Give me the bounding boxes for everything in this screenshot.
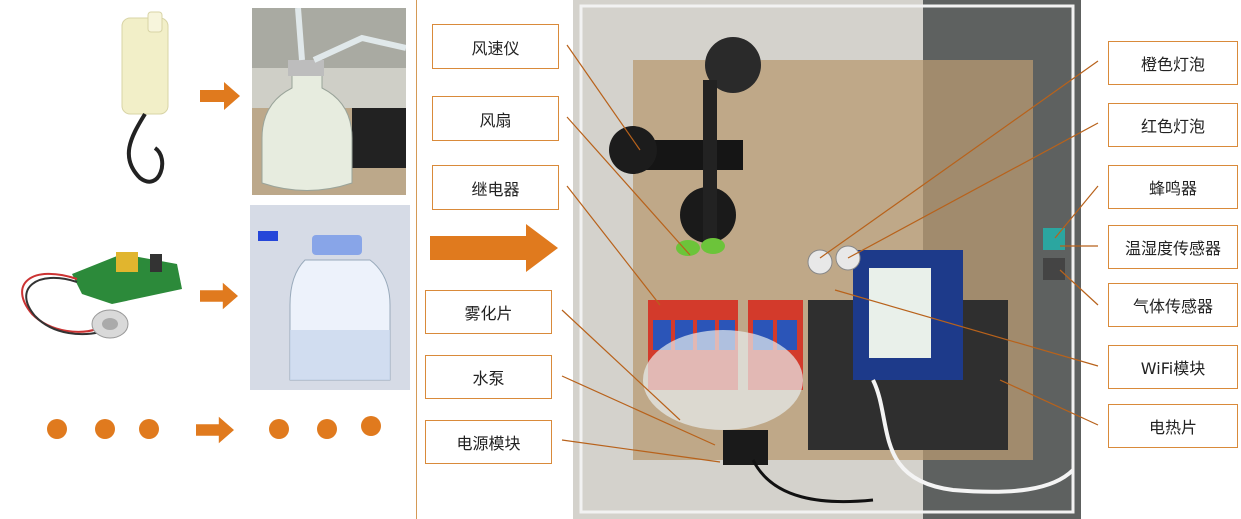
label-relay: 继电器	[432, 165, 559, 210]
ellipsis-dot	[317, 419, 337, 439]
ellipsis-dot	[95, 419, 115, 439]
arrow-icon	[200, 282, 238, 310]
label-text: WiFi模块	[1140, 359, 1206, 378]
bottle-photo-1	[252, 8, 406, 195]
arrow-icon	[196, 416, 234, 444]
label-orange-bulb: 橙色灯泡	[1108, 41, 1238, 85]
big-arrow-icon	[430, 224, 558, 272]
device-photo	[573, 0, 1081, 519]
label-text: 风速仪	[471, 38, 520, 58]
label-anemometer: 风速仪	[432, 24, 559, 69]
label-text: 风扇	[479, 110, 512, 130]
label-text: 雾化片	[464, 304, 513, 323]
bottle-photo-2	[250, 205, 410, 390]
label-power-module: 电源模块	[425, 420, 552, 464]
label-text: 温湿度传感器	[1124, 239, 1221, 258]
ellipsis-dot	[47, 419, 67, 439]
label-text: 电源模块	[456, 434, 521, 453]
section-divider	[416, 0, 417, 519]
label-wifi-module: WiFi模块	[1108, 345, 1238, 389]
ellipsis-dot	[139, 419, 159, 439]
label-temp-humidity-sensor: 温湿度传感器	[1108, 225, 1238, 269]
ellipsis-dot	[269, 419, 289, 439]
arrow-icon	[200, 82, 240, 110]
pump-photo	[100, 8, 190, 198]
label-atomizer: 雾化片	[425, 290, 552, 334]
label-text: 橙色灯泡	[1140, 55, 1205, 74]
label-fan: 风扇	[432, 96, 559, 141]
label-text: 水泵	[472, 369, 505, 388]
atomizer-photo	[2, 244, 190, 346]
label-text: 蜂鸣器	[1148, 179, 1197, 198]
label-text: 气体传感器	[1132, 297, 1213, 316]
label-gas-sensor: 气体传感器	[1108, 283, 1238, 327]
label-text: 红色灯泡	[1140, 117, 1205, 136]
label-buzzer: 蜂鸣器	[1108, 165, 1238, 209]
label-red-bulb: 红色灯泡	[1108, 103, 1238, 147]
label-heater: 电热片	[1108, 404, 1238, 448]
label-pump: 水泵	[425, 355, 552, 399]
label-text: 继电器	[471, 179, 520, 199]
ellipsis-dot	[361, 416, 381, 436]
label-text: 电热片	[1148, 418, 1197, 437]
